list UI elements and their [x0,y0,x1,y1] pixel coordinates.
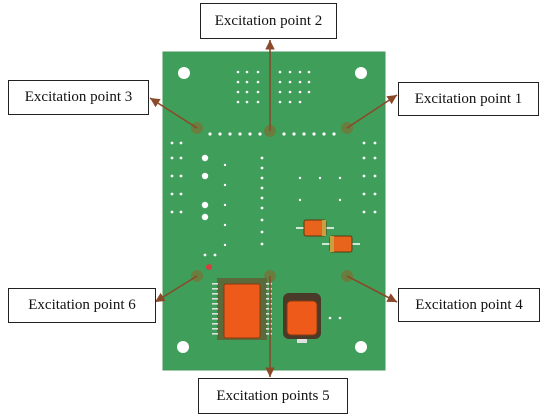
diode-components [296,219,360,253]
pcb-board [162,51,386,371]
side-vias [170,141,377,247]
ic-chip [212,278,272,340]
mounting-holes [177,67,367,353]
label-excitation-point-1: Excitation point 1 [398,82,539,116]
label-excitation-point-3: Excitation point 3 [8,80,149,115]
capacitor [283,293,321,343]
label-excitation-points-5: Excitation points 5 [198,378,348,414]
label-excitation-point-4: Excitation point 4 [398,288,540,322]
label-excitation-point-2: Excitation point 2 [200,3,337,39]
via-row [208,132,336,136]
label-excitation-point-6: Excitation point 6 [8,288,156,323]
top-via-grid [236,70,311,104]
